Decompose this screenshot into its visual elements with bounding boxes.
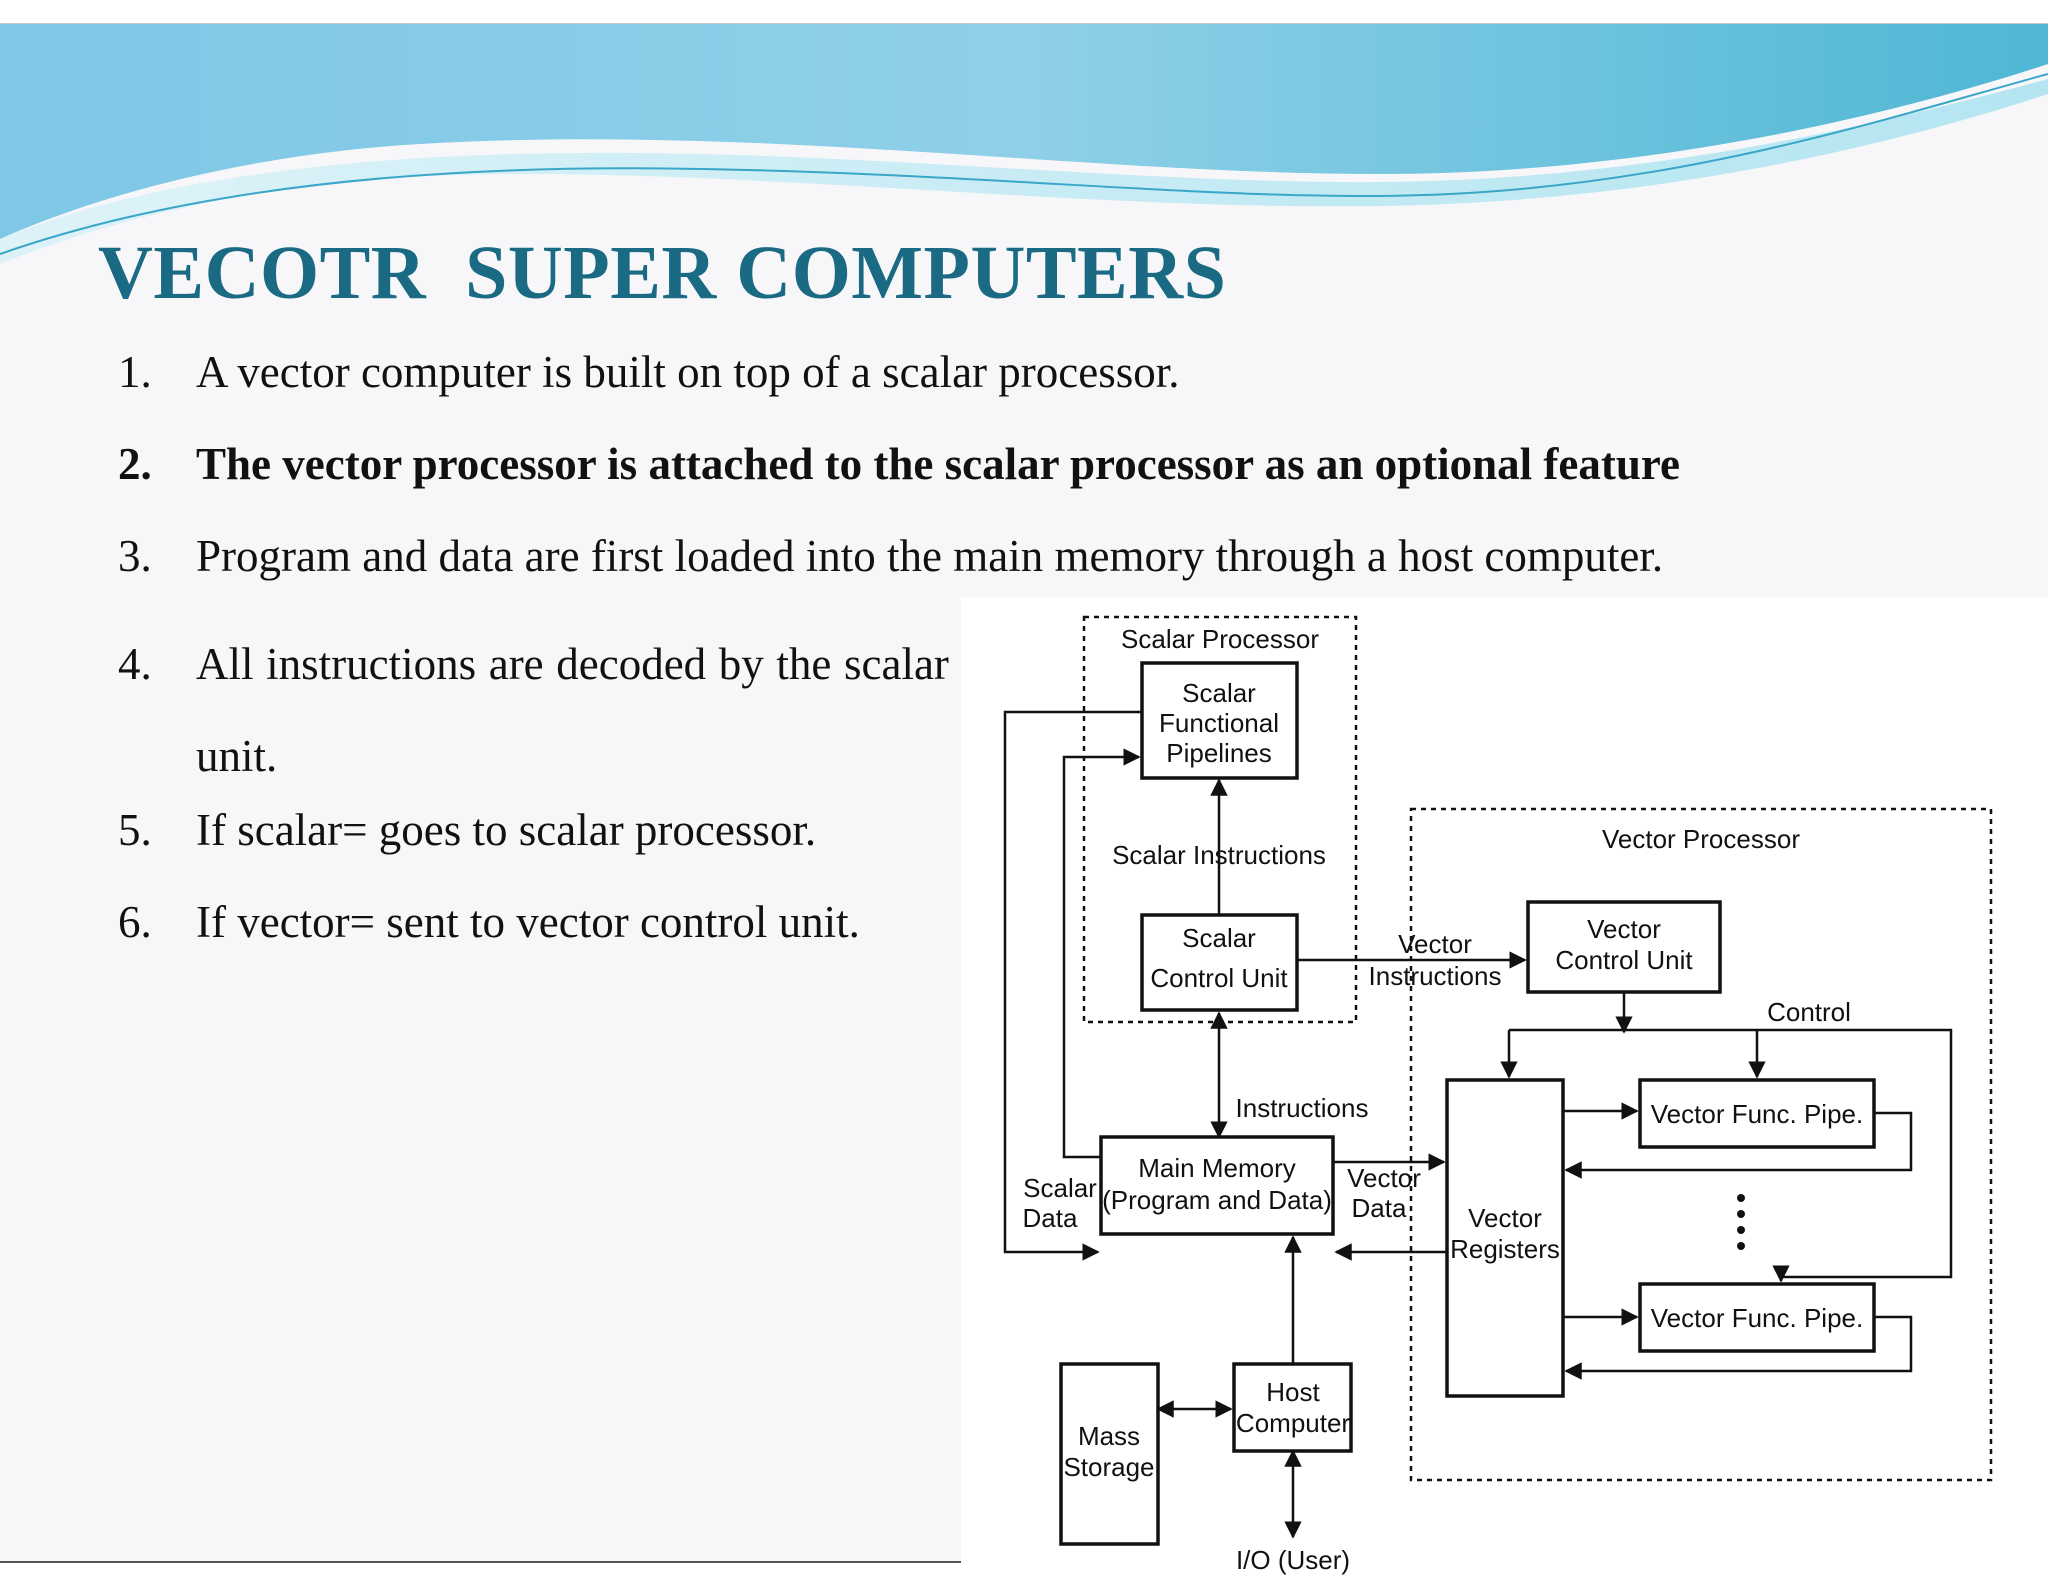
- io-user-label: I/O (User): [1236, 1545, 1350, 1575]
- wave-lower: [0, 79, 2048, 264]
- vector-registers-box: [1445, 1078, 1565, 1398]
- vector-pipe-1-label: Vector Func. Pipe.: [1651, 1099, 1863, 1129]
- vector-control-label-1: Vector: [1587, 914, 1661, 944]
- scalar-pipelines-box: [1140, 661, 1299, 780]
- control-label: Control: [1767, 997, 1851, 1027]
- vector-processor-label: Vector Processor: [1602, 824, 1800, 854]
- scalar-control-unit-box: [1140, 913, 1299, 1012]
- scalar-data-label-2: Data: [1023, 1203, 1078, 1233]
- connectors: [1003, 710, 1953, 1539]
- main-memory-label-1: Main Memory: [1138, 1153, 1295, 1183]
- scalar-processor-label: Scalar Processor: [1121, 624, 1319, 654]
- scalar-data-label-1: Scalar: [1023, 1173, 1097, 1203]
- scalar-data-loop-outer: [1003, 710, 1142, 1261]
- pipe2-return: [1564, 1315, 1913, 1380]
- vector-processor-region: [1409, 807, 1993, 1482]
- list-number: 2.: [118, 439, 152, 489]
- vector-pipe-2-label: Vector Func. Pipe.: [1651, 1303, 1863, 1333]
- vector-control-unit-box: [1526, 900, 1722, 994]
- vector-computer-architecture-diagram: Scalar Processor Scalar Functional Pipel…: [961, 597, 2048, 1584]
- host-computer-label-2: Computer: [1236, 1408, 1350, 1438]
- vector-data-label-2: Data: [1352, 1193, 1407, 1223]
- wave-upper: [0, 24, 2048, 239]
- scalar-pipelines-label-1: Scalar: [1182, 678, 1256, 708]
- list-text: A vector computer is built on top of a s…: [196, 347, 1180, 397]
- scalar-pipelines-label-3: Pipelines: [1166, 738, 1272, 768]
- scalar-control-label-1: Scalar: [1182, 923, 1256, 953]
- scalar-pipelines-label-2: Functional: [1159, 708, 1279, 738]
- vector-instructions-label-2: Instructions: [1369, 961, 1502, 991]
- vector-registers-label-2: Registers: [1450, 1234, 1560, 1264]
- list-text: All instructions are decoded by the scal…: [196, 639, 1089, 781]
- list-item: 3. Program and data are first loaded int…: [118, 530, 1680, 640]
- vector-instructions-label-1: Vector: [1398, 929, 1472, 959]
- mass-storage-label-1: Mass: [1078, 1421, 1140, 1451]
- mass-storage-box: [1059, 1362, 1160, 1546]
- instructions-label: Instructions: [1236, 1093, 1369, 1123]
- list-item: 4. All instructions are decoded by the s…: [118, 618, 1089, 804]
- slide: VECOTR SUPER COMPUTERS 1. A vector compu…: [0, 23, 2048, 1584]
- list-item: 6. If vector= sent to vector control uni…: [118, 896, 1680, 988]
- ellipsis-dots: [1737, 1194, 1745, 1250]
- list-text: The vector processor is attached to the …: [196, 439, 1681, 489]
- list-number: 5.: [118, 805, 152, 855]
- bullet-list: 1. A vector computer is built on top of …: [118, 346, 1680, 1010]
- mass-storage-label-2: Storage: [1063, 1452, 1154, 1482]
- vector-control-label-2: Control Unit: [1555, 945, 1693, 975]
- main-memory-box: [1099, 1135, 1335, 1236]
- list-text: Program and data are first loaded into t…: [196, 531, 1664, 581]
- control-bus-top: [1509, 1028, 1953, 1283]
- list-number: 1.: [118, 347, 152, 397]
- list-text: If scalar= goes to scalar processor.: [196, 805, 817, 855]
- host-computer-box: [1232, 1362, 1353, 1453]
- list-item: 1. A vector computer is built on top of …: [118, 346, 1680, 438]
- pipe1-return: [1564, 1111, 1913, 1179]
- wave-line: [0, 73, 2048, 255]
- list-number: 4.: [118, 639, 152, 689]
- list-item: 2. The vector processor is attached to t…: [118, 438, 1680, 530]
- list-number: 3.: [118, 531, 152, 581]
- list-number: 6.: [118, 897, 152, 947]
- list-text: If vector= sent to vector control unit.: [196, 897, 860, 947]
- scalar-data-loop-inner: [1062, 748, 1141, 1159]
- main-memory-label-2: (Program and Data): [1102, 1185, 1332, 1215]
- page-title: VECOTR SUPER COMPUTERS: [98, 231, 1227, 315]
- host-computer-label-1: Host: [1266, 1377, 1320, 1407]
- vector-registers-label-1: Vector: [1468, 1203, 1542, 1233]
- scalar-control-label-2: Control Unit: [1150, 963, 1288, 993]
- diagram-svg: Scalar Processor Scalar Functional Pipel…: [1003, 615, 1993, 1575]
- list-item: 5. If scalar= goes to scalar processor.: [118, 804, 1680, 896]
- scalar-instructions-label: Scalar Instructions: [1112, 840, 1326, 870]
- wave-banner: [0, 24, 2048, 264]
- vector-data-label-1: Vector: [1347, 1163, 1421, 1193]
